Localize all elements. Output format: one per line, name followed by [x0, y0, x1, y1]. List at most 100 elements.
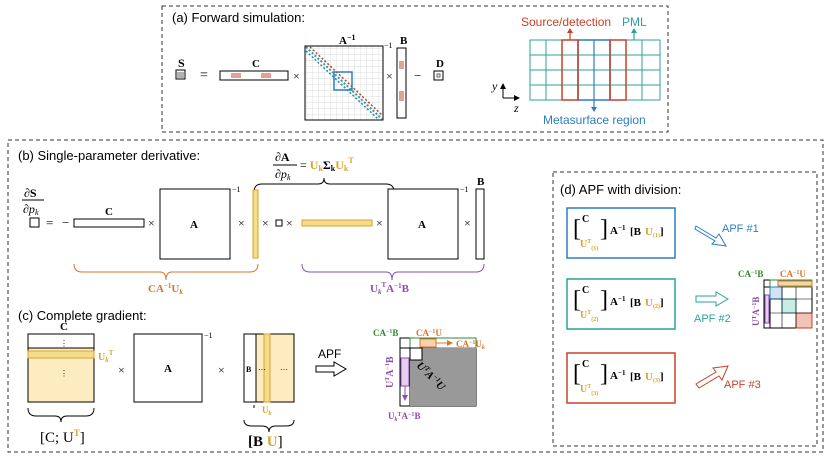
pml-label: PML	[622, 15, 647, 29]
apf-arrow-c	[315, 361, 347, 377]
svg-text:UT(3): UT(3)	[580, 384, 598, 397]
panel-a-frame	[161, 5, 669, 133]
C-label-a: C	[252, 58, 260, 70]
svg-text:[: [	[573, 287, 581, 313]
C-bar-b	[73, 218, 145, 228]
dp-label: ∂pk	[275, 167, 291, 182]
svg-text:…: …	[258, 363, 266, 372]
svg-text:[BU(2)]: [BU(2)]	[630, 297, 664, 310]
S-label: S	[178, 56, 185, 70]
side-label-d: UTA−1B	[751, 297, 761, 326]
apf-arrow-3	[695, 365, 729, 389]
svg-text:[BU(1)]: [BU(1)]	[630, 226, 664, 239]
dS-box	[29, 217, 40, 228]
apf-arrow-2	[695, 291, 729, 307]
panel-d-title: (d) APF with division:	[560, 182, 681, 197]
A-matrix-c	[133, 333, 203, 403]
panel-d-frame	[552, 171, 818, 447]
times-b5: ×	[376, 216, 383, 230]
UkT-row	[301, 219, 373, 227]
times-b1: ×	[148, 216, 155, 230]
svg-text:[BU(3)]: [BU(3)]	[630, 371, 664, 384]
UkT-strip-c	[27, 350, 95, 359]
panel-a: (a) Forward simulation: S = C × A−1 −1 ×…	[161, 5, 669, 133]
panel-bcd-frame	[7, 139, 824, 453]
side-label-c: CA−1Uk	[456, 339, 485, 351]
Uk-column	[252, 189, 259, 259]
source-label: Source/detection	[521, 15, 611, 29]
top-l-label-d: CA−1B	[738, 269, 763, 279]
svg-text:⋮: ⋮	[60, 369, 68, 378]
times-b2: ×	[238, 216, 245, 230]
apf-label-1: APF #1	[722, 223, 759, 235]
Ainv-highlight	[333, 71, 353, 91]
result-matrix-c: UTA−1U	[399, 337, 477, 407]
svg-text:]: ]	[600, 216, 608, 242]
times-a1: ×	[293, 69, 300, 83]
times-a2: ×	[386, 69, 393, 83]
apf-arrow-1	[694, 225, 727, 247]
eq-b: =	[46, 215, 53, 230]
panel-d: (d) APF with division: [ C UT(1) ] A−1 […	[552, 171, 818, 447]
svg-text:]: ]	[600, 361, 608, 387]
times-b6: ×	[464, 216, 471, 230]
B-bar-a	[396, 47, 407, 119]
minus-a: −	[414, 68, 421, 83]
panel-c: (c) Complete gradient: C ⋮ ⋮ UkT × A −1 …	[18, 308, 485, 450]
deriv-rhs: = UkΣkUkT	[300, 156, 354, 173]
apf-label-c: APF	[318, 347, 341, 361]
panel-a-title: (a) Forward simulation:	[172, 10, 305, 25]
B-label-c: B	[246, 365, 252, 374]
A-label-c: A	[164, 363, 172, 375]
A-label-b1: A	[190, 219, 198, 231]
dA-label: ∂A	[275, 150, 290, 164]
eq-a: =	[200, 68, 208, 83]
apf-label-3: APF #3	[724, 379, 761, 391]
times-c2: ×	[218, 363, 225, 377]
svg-text:…: …	[280, 363, 288, 372]
svg-text:A−1: A−1	[610, 224, 626, 237]
simulation-grid	[529, 28, 661, 112]
C-label-c: C	[60, 321, 68, 333]
times-b3: ×	[262, 216, 269, 230]
bottom-label-c: UkTA−1B	[388, 411, 420, 423]
vert-label-c: UTA−1B	[385, 356, 396, 388]
inv-b1: −1	[232, 185, 241, 194]
Uk-strip-c	[263, 333, 271, 403]
A-label-b2: A	[418, 219, 426, 231]
A-matrix-b2	[387, 188, 459, 260]
svg-text:C: C	[582, 285, 589, 296]
bottom-right-label: [B U]	[248, 434, 283, 450]
Uk-label-c: Uk	[262, 405, 272, 417]
svg-text:C: C	[582, 359, 589, 370]
UkT-label-c: UkT	[98, 349, 114, 364]
B-bar-b	[475, 188, 485, 260]
C-bar-a	[219, 70, 289, 81]
times-c1: ×	[118, 363, 125, 377]
svg-text:UT(2): UT(2)	[580, 310, 598, 323]
axis-y: y	[491, 79, 498, 93]
bracket-left-label: CA−1Uk	[148, 282, 183, 296]
A-matrix-b1	[159, 188, 231, 260]
meta-label: Metasurface region	[543, 113, 646, 127]
B-label-a: B	[400, 35, 408, 47]
bracket-right-label: UkTA−1B	[370, 281, 410, 296]
B-label-b: B	[477, 176, 485, 188]
sigma-box	[275, 219, 283, 227]
apf-label-2: APF #2	[694, 313, 731, 325]
svg-text:UT(1): UT(1)	[580, 239, 598, 252]
dp-label-b: ∂pk	[23, 202, 39, 217]
svg-text:]: ]	[600, 287, 608, 313]
D-label: D	[436, 58, 444, 70]
axis-z: z	[513, 101, 519, 115]
top-r-label-d: CA−1U	[780, 269, 806, 279]
top-right-label-c: CA−1U	[416, 328, 442, 338]
C-label-b: C	[105, 206, 113, 218]
svg-text:[: [	[573, 361, 581, 387]
panel-c-title: (c) Complete gradient:	[18, 308, 147, 323]
Ainv-sup-outer: −1	[384, 41, 393, 50]
dS-label: ∂S	[24, 186, 37, 200]
